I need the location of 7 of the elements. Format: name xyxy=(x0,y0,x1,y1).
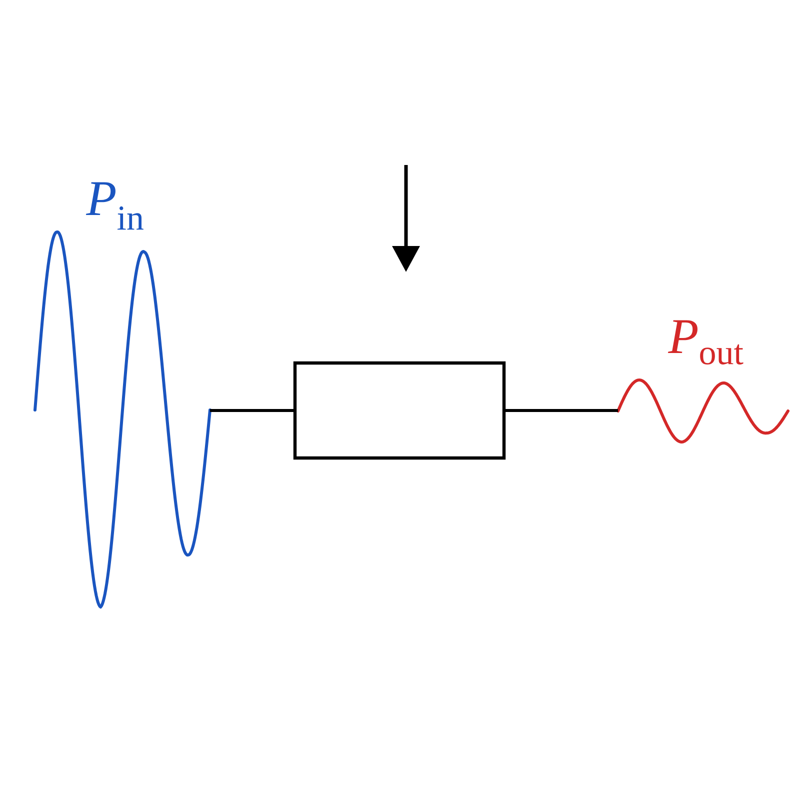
signal-label: P$_{out}$ xyxy=(668,320,744,364)
component-box xyxy=(293,361,506,460)
sine-wave xyxy=(34,230,212,608)
sine-wave xyxy=(616,378,790,444)
wire xyxy=(504,409,618,412)
signal-label: P$_{in}$ xyxy=(86,182,144,230)
wire xyxy=(210,409,295,412)
